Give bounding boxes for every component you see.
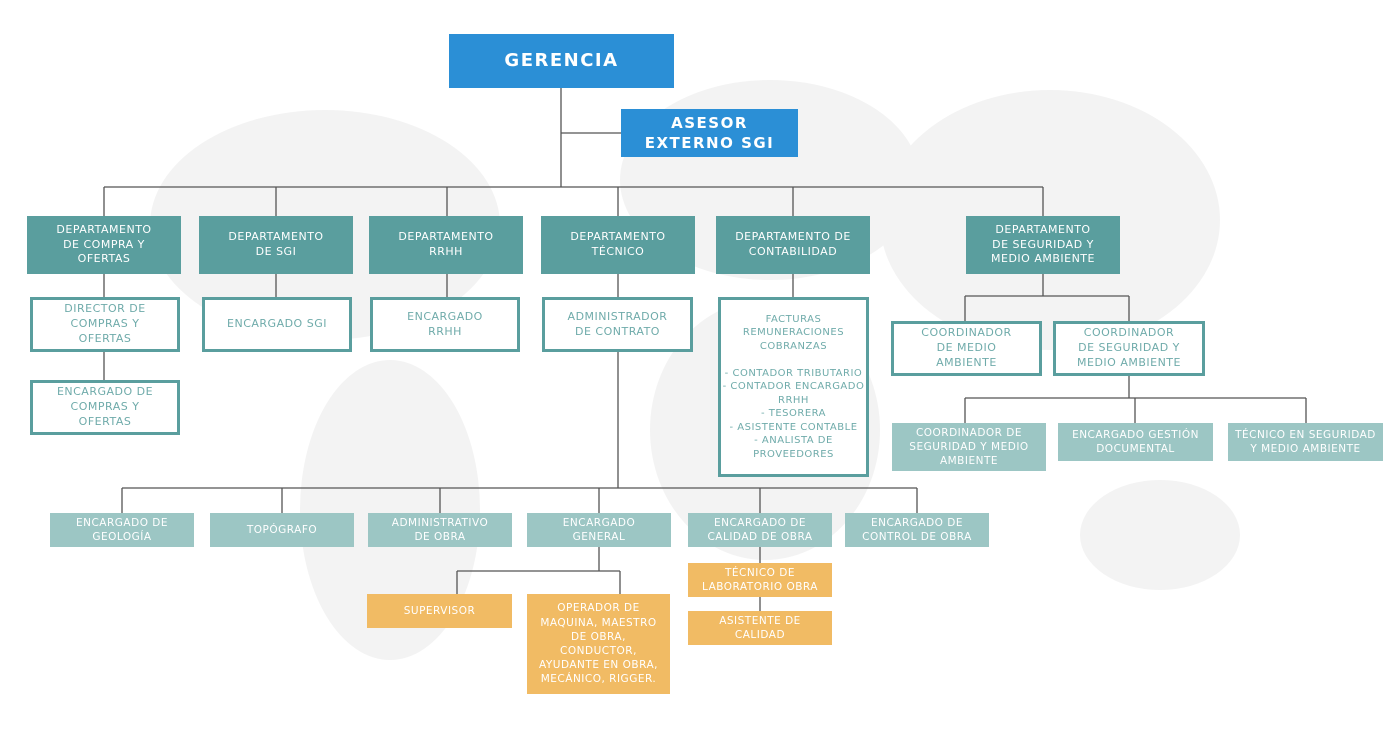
node-administrador-contrato: ADMINISTRADOR DE CONTRATO: [542, 297, 693, 352]
node-encargado-general: ENCARGADO GENERAL: [527, 513, 671, 547]
node-supervisor: SUPERVISOR: [367, 594, 512, 628]
node-encargado-calidad: ENCARGADO DE CALIDAD DE OBRA: [688, 513, 832, 547]
node-dept-seguridad: DEPARTAMENTO DE SEGURIDAD Y MEDIO AMBIEN…: [966, 216, 1120, 274]
node-encargado-rrhh: ENCARGADO RRHH: [370, 297, 520, 352]
node-contabilidad-detalle: FACTURAS REMUNERACIONES COBRANZAS - CONT…: [718, 297, 869, 477]
node-dept-tecnico: DEPARTAMENTO TÉCNICO: [541, 216, 695, 274]
node-asesor-externo-sgi: ASESOR EXTERNO SGI: [621, 109, 798, 157]
node-encargado-gestion-documental: ENCARGADO GESTIÓN DOCUMENTAL: [1058, 423, 1213, 461]
node-operador: OPERADOR DE MAQUINA, MAESTRO DE OBRA, CO…: [527, 594, 670, 694]
node-tecnico-laboratorio: TÉCNICO DE LABORATORIO OBRA: [688, 563, 832, 597]
node-dept-compras: DEPARTAMENTO DE COMPRA Y OFERTAS: [27, 216, 181, 274]
node-encargado-compras: ENCARGADO DE COMPRAS Y OFERTAS: [30, 380, 180, 435]
node-encargado-sgi: ENCARGADO SGI: [202, 297, 352, 352]
node-director-compras: DIRECTOR DE COMPRAS Y OFERTAS: [30, 297, 180, 352]
node-encargado-control: ENCARGADO DE CONTROL DE OBRA: [845, 513, 989, 547]
node-tecnico-seguridad: TÉCNICO EN SEGURIDAD Y MEDIO AMBIENTE: [1228, 423, 1383, 461]
node-dept-rrhh: DEPARTAMENTO RRHH: [369, 216, 523, 274]
node-coordinador-medio-ambiente: COORDINADOR DE MEDIO AMBIENTE: [891, 321, 1042, 376]
node-topografo: TOPÓGRAFO: [210, 513, 354, 547]
node-encargado-geologia: ENCARGADO DE GEOLOGÍA: [50, 513, 194, 547]
node-gerencia: GERENCIA: [449, 34, 674, 88]
node-coordinador-seguridad-2: COORDINADOR DE SEGURIDAD Y MEDIO AMBIENT…: [892, 423, 1046, 471]
world-map-background: [1080, 480, 1240, 590]
node-dept-sgi: DEPARTAMENTO DE SGI: [199, 216, 353, 274]
node-coordinador-seguridad: COORDINADOR DE SEGURIDAD Y MEDIO AMBIENT…: [1053, 321, 1205, 376]
node-administrativo-obra: ADMINISTRATIVO DE OBRA: [368, 513, 512, 547]
node-dept-contabilidad: DEPARTAMENTO DE CONTABILIDAD: [716, 216, 870, 274]
node-asistente-calidad: ASISTENTE DE CALIDAD: [688, 611, 832, 645]
